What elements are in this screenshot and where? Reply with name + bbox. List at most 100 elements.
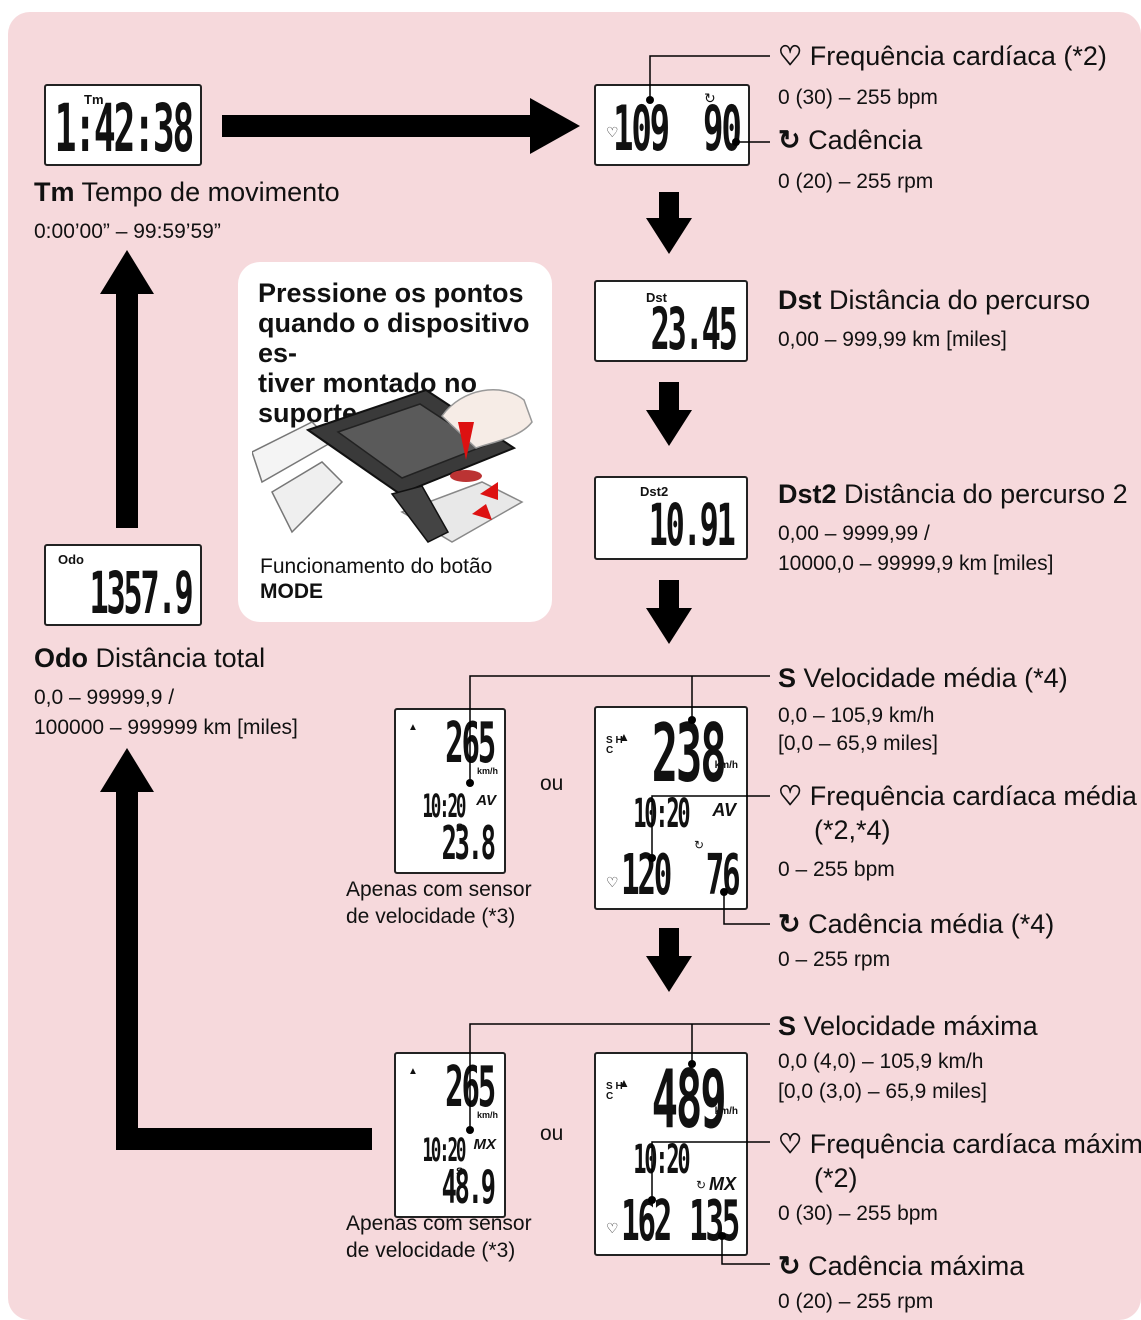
dst-range: 0,00 – 999,99 km [miles] bbox=[778, 328, 1007, 351]
callout-title-line1: Pressione os pontos bbox=[258, 278, 524, 308]
arrow-icon bbox=[646, 382, 692, 446]
dst-display: Dst 23.45 bbox=[594, 280, 748, 362]
avg-speed-range1: 0,0 – 105,9 km/h bbox=[778, 704, 935, 727]
max-speed-label: S Velocidade máxima bbox=[778, 1010, 1038, 1042]
mode-dots bbox=[450, 470, 482, 482]
callout-caption-mode: MODE bbox=[260, 580, 323, 603]
avg-speed-label-text: Velocidade média (*4) bbox=[803, 663, 1068, 693]
dst2-name: Dst2 bbox=[778, 479, 837, 509]
max-note: Apenas com sensor de velocidade (*3) bbox=[346, 1210, 532, 1264]
max-big-hr: 162 bbox=[620, 1189, 672, 1254]
max-hr-label-line1: Frequência cardíaca máxima bbox=[809, 1129, 1141, 1159]
avg-hr-label: ♡ Frequência cardíaca média bbox=[778, 780, 1137, 812]
dst2-display: Dst2 10.91 bbox=[594, 476, 748, 560]
cadence-label-text: Cadência bbox=[808, 125, 923, 155]
callout-caption: Funcionamento do botão MODE bbox=[260, 554, 492, 604]
max-big-time: 10:20 bbox=[632, 1137, 690, 1183]
callout-caption-line1: Funcionamento do botão bbox=[260, 555, 493, 578]
max-big-cad: 135 bbox=[688, 1189, 740, 1254]
arrow-icon bbox=[646, 928, 692, 992]
avg-cadence-label-text: Cadência média (*4) bbox=[808, 909, 1055, 939]
tm-range: 0:00’00” – 99:59’59” bbox=[34, 220, 221, 243]
dst2-range1: 0,00 – 9999,99 / bbox=[778, 522, 930, 545]
max-hr-range: 0 (30) – 255 bpm bbox=[778, 1202, 938, 1225]
avg-cadence-range: 0 – 255 rpm bbox=[778, 948, 891, 971]
odo-range1: 0,0 – 99999,9 / bbox=[34, 686, 175, 709]
diagram-panel bbox=[8, 12, 1141, 1320]
odo-label-text: Distância total bbox=[95, 643, 266, 673]
tm-label: Tm Tempo de movimento bbox=[34, 176, 340, 208]
hr-label-text: Frequência cardíaca (*2) bbox=[809, 41, 1107, 71]
heart-icon: ♡ bbox=[778, 41, 803, 71]
avg-big-speed: 238 bbox=[651, 707, 726, 800]
avg-hr-label-line2: (*2,*4) bbox=[814, 815, 891, 845]
trend-icon: ▲ bbox=[408, 1066, 418, 1077]
max-hr-label: ♡ Frequência cardíaca máxima bbox=[778, 1128, 1141, 1160]
dst2-range2: 10000,0 – 99999,9 km [miles] bbox=[778, 552, 1054, 575]
dst-label: Dst Distância do percurso bbox=[778, 284, 1090, 316]
dst-name: Dst bbox=[778, 285, 822, 315]
max-small-s: S bbox=[456, 1166, 464, 1178]
avg-speed-name: S bbox=[778, 663, 797, 693]
heart-icon: ♡ bbox=[606, 874, 619, 890]
max-cadence-label: ↻ Cadência máxima bbox=[778, 1250, 1024, 1282]
avg-cadence-label: ↻ Cadência média (*4) bbox=[778, 908, 1054, 940]
cadence-icon: ↻ bbox=[778, 909, 801, 939]
avg-hr-range: 0 – 255 bpm bbox=[778, 858, 895, 881]
dst-value: 23.45 bbox=[650, 295, 738, 363]
odo-tag: Odo bbox=[58, 552, 84, 567]
arrow-icon bbox=[646, 192, 692, 254]
dst2-label: Dst2 Distância do percurso 2 bbox=[778, 478, 1128, 510]
avg-hr-label-line1: Frequência cardíaca média bbox=[809, 781, 1137, 811]
max-hr-label-line2: (*2) bbox=[814, 1163, 858, 1193]
cadence-label: ↻ Cadência bbox=[778, 124, 922, 156]
device-on-mount-illustration bbox=[252, 388, 533, 543]
max-speed-name: S bbox=[778, 1011, 797, 1041]
unit-kmh: km/h bbox=[476, 766, 498, 776]
hr-cadence-display: ♡ 109 ↻ 90 bbox=[594, 84, 750, 166]
odo-value: 1357.9 bbox=[89, 559, 194, 627]
avg-small-display: ▲ 265 km/h 10:20 AV S 23.8 bbox=[394, 708, 506, 874]
max-small-display: ▲ 265 km/h 10:20 MX S 48.9 bbox=[394, 1052, 506, 1218]
heart-icon: ♡ bbox=[778, 781, 803, 811]
unit-kmh: km/h bbox=[714, 760, 738, 771]
unit-kmh: km/h bbox=[714, 1106, 738, 1117]
odo-name: Odo bbox=[34, 643, 88, 673]
avg-small-value: 23.8 bbox=[441, 816, 496, 870]
avg-note-line1: Apenas com sensor bbox=[346, 878, 532, 901]
arrow-icon bbox=[100, 250, 154, 528]
max-speed-range1: 0,0 (4,0) – 105,9 km/h bbox=[778, 1050, 984, 1073]
avg-small-badge: AV bbox=[476, 792, 496, 809]
arrow-icon bbox=[222, 98, 580, 154]
hr-value: 109 bbox=[613, 92, 670, 165]
avg-big-badge: AV bbox=[712, 800, 736, 820]
unit-kmh: km/h bbox=[476, 1110, 498, 1120]
tm-value: 1:42:38 bbox=[54, 90, 194, 167]
max-big-speed: 489 bbox=[651, 1053, 726, 1146]
tm-tag: Tm bbox=[84, 92, 104, 107]
mode-button-callout: Pressione os pontos quando o dispositivo… bbox=[238, 262, 552, 622]
avg-or: ou bbox=[540, 772, 564, 795]
max-small-time: 10:20 bbox=[422, 1131, 466, 1169]
tm-label-text: Tempo de movimento bbox=[81, 177, 340, 207]
dst-label-text: Distância do percurso bbox=[829, 285, 1091, 315]
dst2-label-text: Distância do percurso 2 bbox=[844, 479, 1128, 509]
avg-small-time: 10:20 bbox=[422, 787, 466, 825]
odo-range2: 100000 – 999999 km [miles] bbox=[34, 716, 298, 739]
max-note-line1: Apenas com sensor bbox=[346, 1212, 532, 1235]
arrow-icon bbox=[646, 580, 692, 644]
avg-big-time: 10:20 bbox=[632, 791, 690, 837]
hr-range: 0 (30) – 255 bpm bbox=[778, 86, 938, 109]
avg-note: Apenas com sensor de velocidade (*3) bbox=[346, 876, 532, 930]
cadence-icon: ↻ bbox=[778, 1251, 801, 1281]
max-cadence-label-text: Cadência máxima bbox=[808, 1251, 1025, 1281]
trend-icon: ▲ bbox=[618, 730, 630, 744]
cadence-icon: ↻ bbox=[778, 125, 801, 155]
avg-small-s: S bbox=[456, 822, 464, 834]
odo-display: Odo 1357.9 bbox=[44, 544, 202, 626]
max-speed-label-text: Velocidade máxima bbox=[803, 1011, 1038, 1041]
max-big-badge: MX bbox=[709, 1174, 736, 1194]
heart-icon: ♡ bbox=[606, 1220, 619, 1236]
